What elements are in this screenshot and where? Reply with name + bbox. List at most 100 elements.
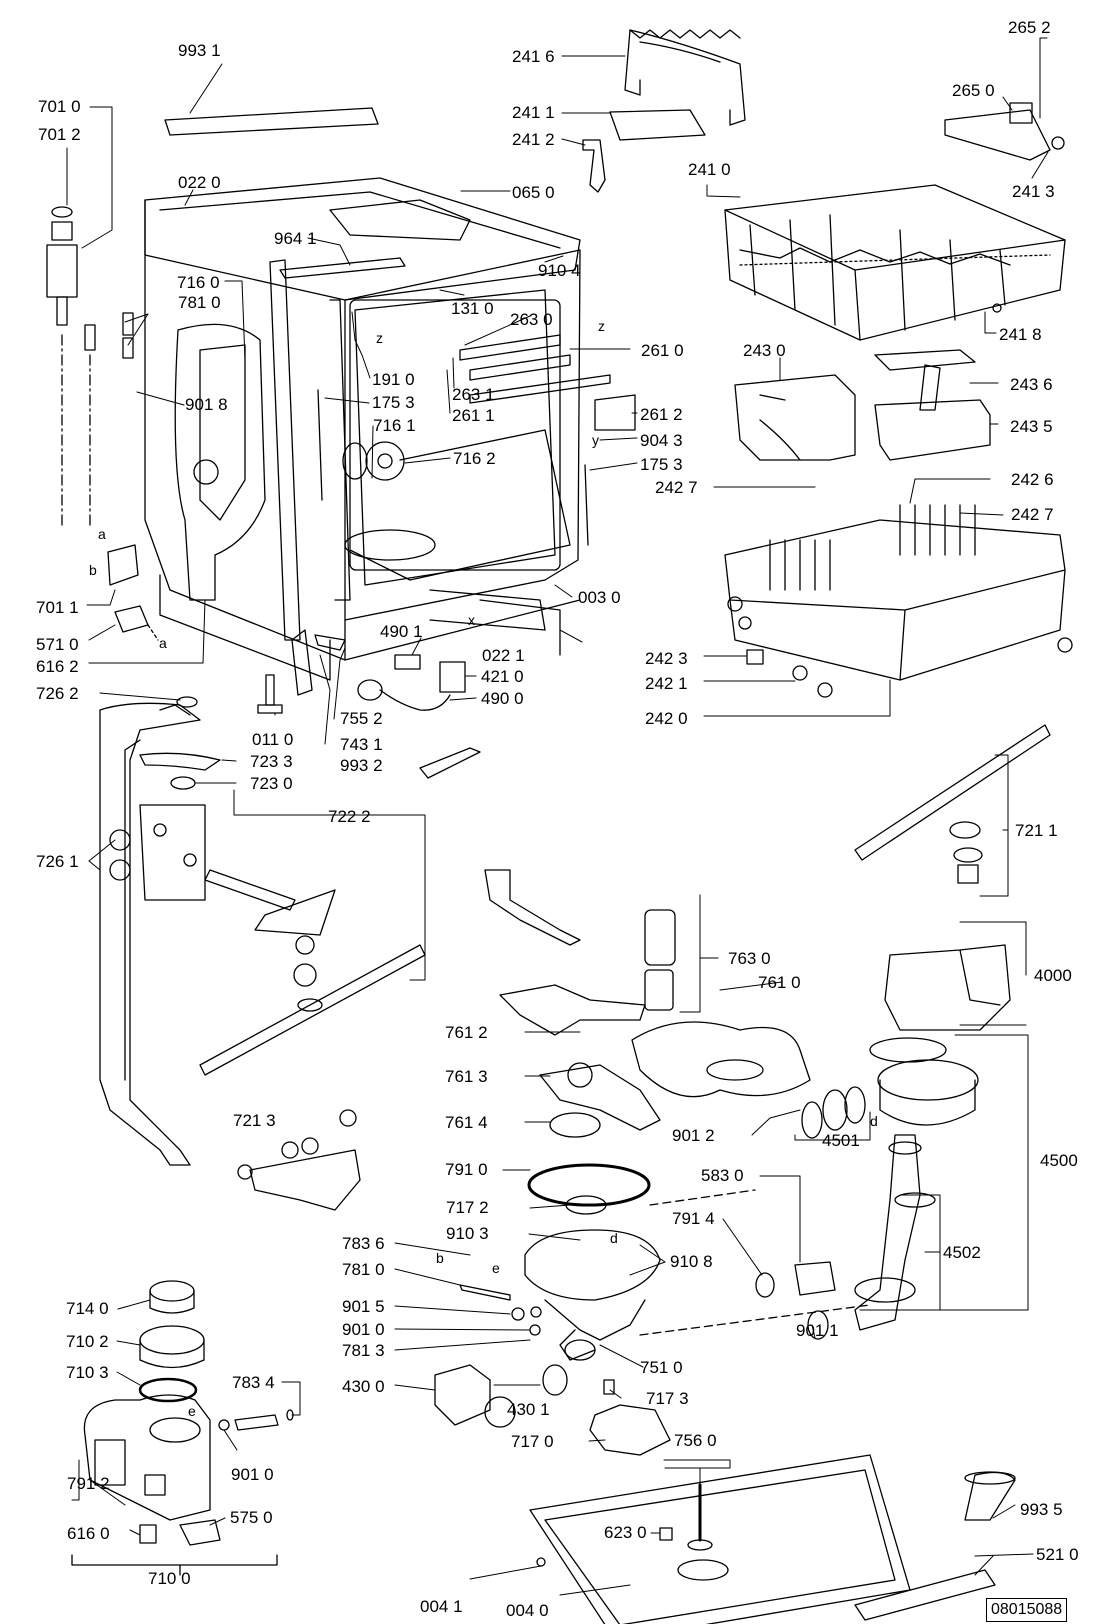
- part-label-723-0: 723 0: [250, 774, 293, 793]
- part-label-761-0: 761 0: [758, 973, 801, 992]
- part-label-241-3: 241 3: [1012, 182, 1055, 201]
- part-label-751-0: 751 0: [640, 1358, 683, 1377]
- part-label-710-3: 710 3: [66, 1363, 109, 1382]
- part-label-430-0: 430 0: [342, 1377, 385, 1396]
- part-label-721-3: 721 3: [233, 1111, 276, 1130]
- part-label-263-1: 263 1: [452, 385, 495, 404]
- part-label-623-0: 623 0: [604, 1523, 647, 1542]
- part-label-791-2: 791 2: [67, 1474, 110, 1493]
- part-label-261-2: 261 2: [640, 405, 683, 424]
- part-label-761-3: 761 3: [445, 1067, 488, 1086]
- part-label-910-8: 910 8: [670, 1252, 713, 1271]
- sump-assembly-drawing: [434, 869, 871, 1456]
- part-label-003-0: 003 0: [578, 588, 621, 607]
- part-label-993-2: 993 2: [340, 756, 383, 775]
- part-label-241-6: 241 6: [512, 47, 555, 66]
- part-label-575-0: 575 0: [230, 1508, 273, 1527]
- part-label-4000: 4000: [1034, 966, 1072, 985]
- part-label-743-1: 743 1: [340, 735, 383, 754]
- leader-lines: [66, 37, 1049, 1596]
- part-label-243-0: 243 0: [743, 341, 786, 360]
- part-label-781-0-top: 781 0: [178, 293, 221, 312]
- part-label-717-2: 717 2: [446, 1198, 489, 1217]
- part-label-131-0: 131 0: [451, 299, 494, 318]
- part-label-243-5: 243 5: [1010, 417, 1053, 436]
- part-label-065-0: 065 0: [512, 183, 555, 202]
- part-label-421-0: 421 0: [481, 667, 524, 686]
- part-label-263-0: 263 0: [510, 310, 553, 329]
- letter-marker-d: d: [870, 1113, 878, 1129]
- part-label-717-0: 717 0: [511, 1432, 554, 1451]
- part-label-022-1: 022 1: [482, 646, 525, 665]
- part-label-521-0: 521 0: [1036, 1545, 1079, 1564]
- part-label-901-8: 901 8: [185, 395, 228, 414]
- part-label-716-0: 716 0: [177, 273, 220, 292]
- letter-marker-x: x: [468, 612, 475, 628]
- letter-marker-z-2: z: [598, 318, 605, 334]
- part-label-004-1: 004 1: [420, 1597, 463, 1616]
- part-label-901-1: 901 1: [796, 1321, 839, 1340]
- letter-marker-a-2: a: [159, 635, 167, 651]
- part-label-242-0: 242 0: [645, 709, 688, 728]
- part-label-783-6: 783 6: [342, 1234, 385, 1253]
- part-label-242-7-right: 242 7: [1011, 505, 1054, 524]
- part-label-242-7-left: 242 7: [655, 478, 698, 497]
- part-label-004-0: 004 0: [506, 1601, 549, 1620]
- part-label-904-3: 904 3: [640, 431, 683, 450]
- part-label-761-2: 761 2: [445, 1023, 488, 1042]
- part-label-964-1: 964 1: [274, 229, 317, 248]
- part-label-722-2: 722 2: [328, 807, 371, 826]
- part-label-723-3: 723 3: [250, 752, 293, 771]
- part-label-616-2: 616 2: [36, 657, 79, 676]
- part-label-242-6: 242 6: [1011, 470, 1054, 489]
- sealing-strip-drawing: [164, 107, 379, 136]
- part-label-242-3: 242 3: [645, 649, 688, 668]
- letter-marker-d-2: d: [610, 1230, 618, 1246]
- part-label-716-1: 716 1: [373, 416, 416, 435]
- part-label-616-0: 616 0: [67, 1524, 110, 1543]
- letter-marker-y: y: [592, 432, 599, 448]
- part-label-4502: 4502: [943, 1243, 981, 1262]
- part-label-4500: 4500: [1040, 1151, 1078, 1170]
- drain-pump-drawing: [801, 944, 1011, 1331]
- part-label-583-0: 583 0: [701, 1166, 744, 1185]
- part-label-490-1: 490 1: [380, 622, 423, 641]
- part-label-910-4: 910 4: [538, 261, 581, 280]
- part-label-721-1: 721 1: [1015, 821, 1058, 840]
- base-frame-drawing: [529, 1454, 1016, 1624]
- part-label-265-2: 265 2: [1008, 18, 1051, 37]
- cutlery-baskets-drawing: [734, 349, 991, 461]
- part-label-901-0-sump: 901 0: [342, 1320, 385, 1339]
- water-softener-drawing: [71, 1280, 294, 1576]
- part-label-261-1: 261 1: [452, 406, 495, 425]
- lower-basket-drawing: [724, 504, 1073, 698]
- part-label-430-1: 430 1: [507, 1400, 550, 1419]
- part-label-901-5: 901 5: [342, 1297, 385, 1316]
- part-label-901-2: 901 2: [672, 1126, 715, 1145]
- part-label-571-0: 571 0: [36, 635, 79, 654]
- part-label-175-3-right: 175 3: [640, 455, 683, 474]
- letter-marker-e: e: [492, 1260, 500, 1276]
- part-label-755-2: 755 2: [340, 709, 383, 728]
- letter-marker-e-2: e: [188, 1403, 196, 1419]
- part-label-791-4: 791 4: [672, 1209, 715, 1228]
- part-label-242-1: 242 1: [645, 674, 688, 693]
- part-label-243-6: 243 6: [1010, 375, 1053, 394]
- part-label-761-4: 761 4: [445, 1113, 488, 1132]
- upper-basket-drawing: [582, 29, 1066, 341]
- part-label-022-0: 022 0: [178, 173, 221, 192]
- spray-arm-721-3-drawing: [237, 1109, 361, 1211]
- part-label-726-1: 726 1: [36, 852, 79, 871]
- part-label-993-5: 993 5: [1020, 1500, 1063, 1519]
- part-label-241-8: 241 8: [999, 325, 1042, 344]
- part-label-781-3: 781 3: [342, 1341, 385, 1360]
- letter-marker-a: a: [98, 526, 106, 542]
- tub-cabinet-drawing: [46, 177, 636, 779]
- reference-number: 08015088: [986, 1598, 1068, 1622]
- part-label-726-2: 726 2: [36, 684, 79, 703]
- part-label-910-3: 910 3: [446, 1224, 489, 1243]
- part-label-241-2: 241 2: [512, 130, 555, 149]
- part-label-701-0: 701 0: [38, 97, 81, 116]
